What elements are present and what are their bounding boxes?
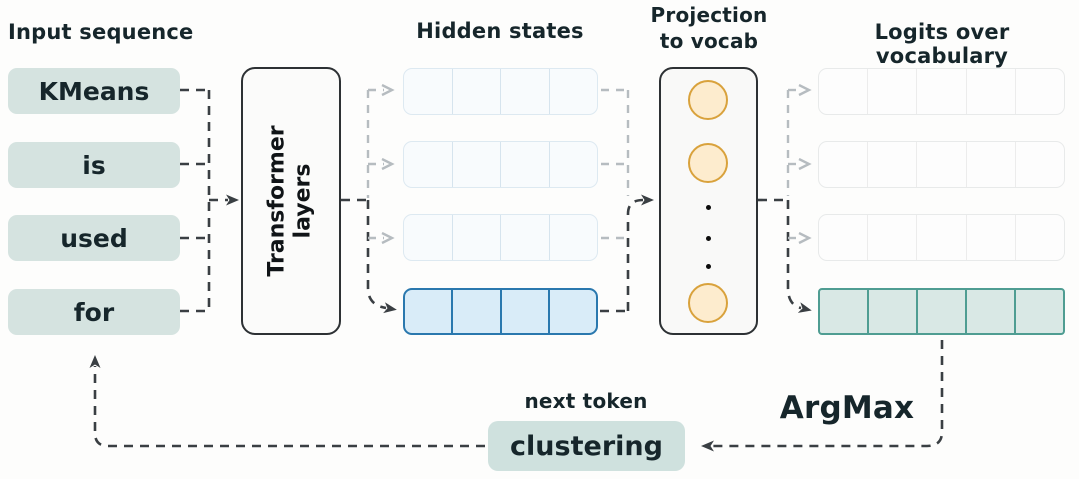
logit-cell	[1016, 290, 1063, 333]
wire-logits-active-in	[786, 200, 812, 313]
logit-cell	[967, 69, 1016, 114]
logits-row-1	[818, 68, 1065, 115]
projection-box	[659, 67, 758, 335]
logits-row-3	[818, 214, 1065, 261]
logit-cell	[869, 290, 918, 333]
hidden-cell	[550, 215, 598, 260]
logit-cell	[918, 290, 967, 333]
ellipsis-dot	[706, 264, 711, 269]
hidden-cell	[501, 215, 550, 260]
hidden-cell	[550, 290, 596, 333]
logits-row-active	[818, 288, 1065, 335]
transformer-layers-box: Transformer layers	[241, 67, 341, 335]
vocab-neuron-3	[688, 283, 728, 323]
logit-cell	[819, 69, 869, 114]
hidden-cell	[404, 215, 453, 260]
logit-cell	[1016, 215, 1064, 260]
logit-cell	[967, 290, 1016, 333]
logit-cell	[819, 142, 869, 187]
logit-cell	[917, 215, 967, 260]
logits-row-2	[818, 141, 1065, 188]
token-used: used	[8, 215, 180, 261]
hidden-cell	[453, 215, 501, 260]
vocab-neuron-2	[688, 143, 728, 183]
logit-cell	[1016, 142, 1064, 187]
next-token-box: clustering	[488, 421, 685, 471]
hidden-state-row-1	[403, 68, 598, 115]
logit-cell	[868, 215, 918, 260]
logit-cell	[1016, 69, 1064, 114]
token-for: for	[8, 289, 180, 335]
hidden-cell	[453, 142, 501, 187]
hidden-cell	[453, 290, 502, 333]
transformer-label-line2: layers	[291, 163, 316, 239]
projection-title: Projection to vocab	[645, 2, 773, 54]
ellipsis-dot	[706, 205, 711, 210]
logit-cell	[917, 142, 967, 187]
hidden-cell	[550, 69, 598, 114]
hidden-cell	[453, 69, 501, 114]
hidden-cell	[501, 142, 550, 187]
wire-argmax	[701, 340, 944, 452]
hidden-cell	[550, 142, 598, 187]
input-sequence-title: Input sequence	[8, 20, 194, 44]
wire-feedback	[89, 355, 485, 448]
argmax-label: ArgMax	[779, 390, 915, 426]
logit-cell	[820, 290, 869, 333]
token-kmeans: KMeans	[8, 68, 180, 114]
wire-hidden-active-in	[366, 200, 397, 314]
hidden-state-row-3	[403, 214, 598, 261]
hidden-cell	[404, 69, 453, 114]
ellipsis-dot	[706, 236, 711, 241]
wire-projection-in	[626, 194, 654, 311]
token-is: is	[8, 142, 180, 188]
hidden-cell	[404, 142, 453, 187]
hidden-states-title: Hidden states	[416, 19, 584, 43]
logit-cell	[967, 142, 1016, 187]
transformer-layers-label: Transformer layers	[265, 125, 317, 276]
logit-cell	[917, 69, 967, 114]
hidden-state-row-active	[403, 288, 598, 335]
logit-cell	[967, 215, 1016, 260]
hidden-cell	[502, 290, 550, 333]
next-token-label: next token	[524, 389, 648, 413]
projection-title-line1: Projection	[650, 3, 768, 27]
hidden-state-row-2	[403, 141, 598, 188]
transformer-label-line1: Transformer	[265, 125, 290, 277]
hidden-cell	[405, 290, 454, 333]
vocab-neuron-1	[688, 80, 728, 120]
logit-cell	[868, 69, 918, 114]
projection-title-line2: to vocab	[659, 29, 759, 53]
hidden-cell	[501, 69, 550, 114]
logit-cell	[868, 142, 918, 187]
logits-title: Logits over vocabulary	[874, 20, 1010, 68]
logit-cell	[819, 215, 869, 260]
